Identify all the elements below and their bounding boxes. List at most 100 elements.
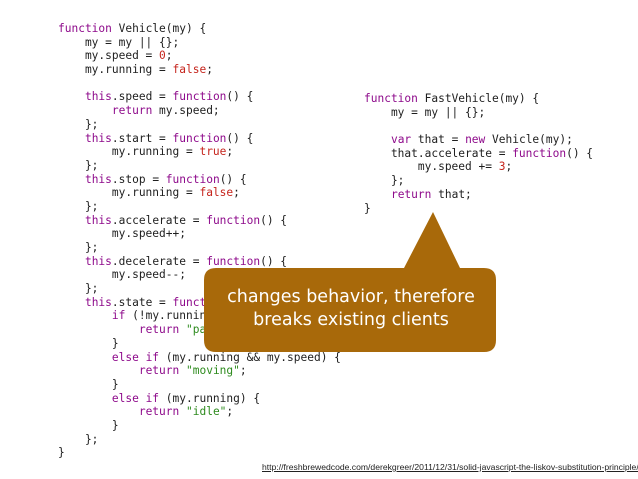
code-token: false bbox=[172, 63, 207, 77]
fastvehicle-code-line: my.speed += 3; bbox=[364, 160, 593, 174]
code-token: new bbox=[465, 133, 486, 147]
source-link[interactable]: http://freshbrewedcode.com/derekgreer/20… bbox=[262, 462, 638, 472]
callout-line-1: changes behavior, therefore bbox=[227, 287, 475, 307]
code-token: Vehicle(my); bbox=[485, 133, 573, 147]
code-token: }; bbox=[58, 199, 99, 213]
code-token: false bbox=[199, 186, 234, 200]
code-token: this bbox=[84, 131, 112, 145]
code-token: .start = bbox=[111, 131, 173, 145]
code-token: my.speed; bbox=[152, 104, 220, 118]
vehicle-code-line: }; bbox=[58, 200, 341, 214]
vehicle-code-line: my.running = false; bbox=[58, 63, 341, 77]
code-token bbox=[58, 214, 85, 227]
code-token: } bbox=[58, 336, 119, 350]
callout-line-2: breaks existing clients bbox=[253, 310, 449, 330]
code-token: }; bbox=[58, 158, 99, 172]
code-token: function bbox=[206, 254, 261, 268]
fastvehicle-code-line: that.accelerate = function() { bbox=[364, 147, 593, 161]
code-token: return bbox=[390, 187, 432, 201]
code-token: 3 bbox=[498, 160, 506, 174]
vehicle-code-line: this.start = function() { bbox=[58, 132, 341, 146]
code-token bbox=[58, 173, 85, 186]
vehicle-code-line: my.running = false; bbox=[58, 186, 341, 200]
code-token: function bbox=[512, 146, 567, 160]
code-token: .state = bbox=[111, 295, 173, 309]
code-token: function bbox=[165, 172, 220, 186]
fastvehicle-code-line: } bbox=[364, 202, 593, 216]
code-token bbox=[179, 323, 186, 336]
code-token bbox=[364, 188, 391, 201]
code-token: ; bbox=[505, 160, 513, 174]
vehicle-code-line: return my.speed; bbox=[58, 104, 341, 118]
code-token: else if bbox=[111, 350, 160, 364]
code-token: .decelerate = bbox=[111, 254, 207, 268]
code-token: .stop = bbox=[111, 172, 166, 186]
code-token: my.speed += bbox=[364, 160, 499, 174]
code-token: my.speed++; bbox=[58, 227, 186, 241]
code-token: "moving" bbox=[186, 364, 240, 378]
code-token: } bbox=[58, 418, 119, 432]
code-token: }; bbox=[364, 174, 405, 188]
code-token: () { bbox=[566, 146, 594, 160]
vehicle-code-line: }; bbox=[58, 433, 341, 447]
code-token: this bbox=[84, 213, 112, 227]
code-token: ; bbox=[206, 63, 213, 77]
vehicle-code-line bbox=[58, 77, 341, 91]
vehicle-code-line: this.speed = function() { bbox=[58, 90, 341, 104]
code-token: my.speed = bbox=[58, 49, 160, 63]
vehicle-code-line: } bbox=[58, 337, 341, 351]
code-token: Vehicle(my) { bbox=[118, 22, 207, 35]
code-token: this bbox=[84, 172, 112, 186]
code-token bbox=[179, 405, 186, 418]
vehicle-code-line: }; bbox=[58, 241, 341, 255]
code-token: true bbox=[199, 145, 227, 159]
code-token bbox=[58, 392, 112, 405]
code-token: } bbox=[58, 446, 65, 460]
code-token: }; bbox=[58, 117, 99, 131]
code-token: ; bbox=[233, 186, 240, 200]
vehicle-code-line: my.running = true; bbox=[58, 145, 341, 159]
code-token: }; bbox=[58, 241, 99, 254]
vehicle-code-line: return "moving"; bbox=[58, 364, 341, 378]
code-token: 0 bbox=[159, 49, 166, 63]
vehicle-code-line: function Vehicle(my) { bbox=[58, 22, 341, 36]
fastvehicle-code-line: var that = new Vehicle(my); bbox=[364, 133, 593, 147]
code-token: my.running = bbox=[58, 186, 200, 200]
code-token: my.running = bbox=[58, 63, 173, 77]
code-token bbox=[58, 255, 85, 268]
vehicle-code-line: } bbox=[58, 378, 341, 392]
code-token: .speed = bbox=[111, 90, 173, 104]
code-token bbox=[58, 104, 112, 117]
code-token: ; bbox=[239, 364, 247, 378]
code-token: function bbox=[364, 92, 425, 105]
code-token bbox=[58, 364, 139, 377]
vehicle-code-line: this.stop = function() { bbox=[58, 173, 341, 187]
code-token: () { bbox=[260, 254, 288, 268]
code-token: return bbox=[138, 405, 180, 419]
fastvehicle-code-line: }; bbox=[364, 174, 593, 188]
code-token bbox=[58, 309, 112, 322]
code-token: var bbox=[390, 133, 412, 147]
vehicle-code-line: } bbox=[58, 446, 341, 460]
code-token: if bbox=[111, 309, 126, 323]
code-token: }; bbox=[58, 282, 99, 296]
vehicle-code-line: }; bbox=[58, 282, 341, 296]
vehicle-code-line: my = my || {}; bbox=[58, 36, 341, 50]
fastvehicle-code-line: function FastVehicle(my) { bbox=[364, 92, 593, 106]
code-token bbox=[58, 132, 85, 145]
code-token: function bbox=[206, 213, 261, 227]
callout-text: changes behavior, therefore breaks exist… bbox=[206, 286, 496, 332]
code-token: () { bbox=[219, 172, 247, 186]
vehicle-code-line: my.speed = 0; bbox=[58, 49, 341, 63]
vehicle-code-block: function Vehicle(my) { my = my || {}; my… bbox=[58, 22, 341, 460]
fastvehicle-code-line: my = my || {}; bbox=[364, 106, 593, 120]
code-token: (my.running && my.speed) { bbox=[159, 350, 341, 364]
code-token: this bbox=[84, 295, 112, 309]
code-token bbox=[58, 351, 112, 364]
code-token: } bbox=[364, 201, 371, 215]
code-token bbox=[58, 90, 85, 103]
code-token: that = bbox=[411, 133, 466, 147]
code-token: my = my || {}; bbox=[58, 35, 180, 49]
code-token: my = my || {}; bbox=[364, 105, 486, 119]
vehicle-code-line: else if (my.running) { bbox=[58, 392, 341, 406]
